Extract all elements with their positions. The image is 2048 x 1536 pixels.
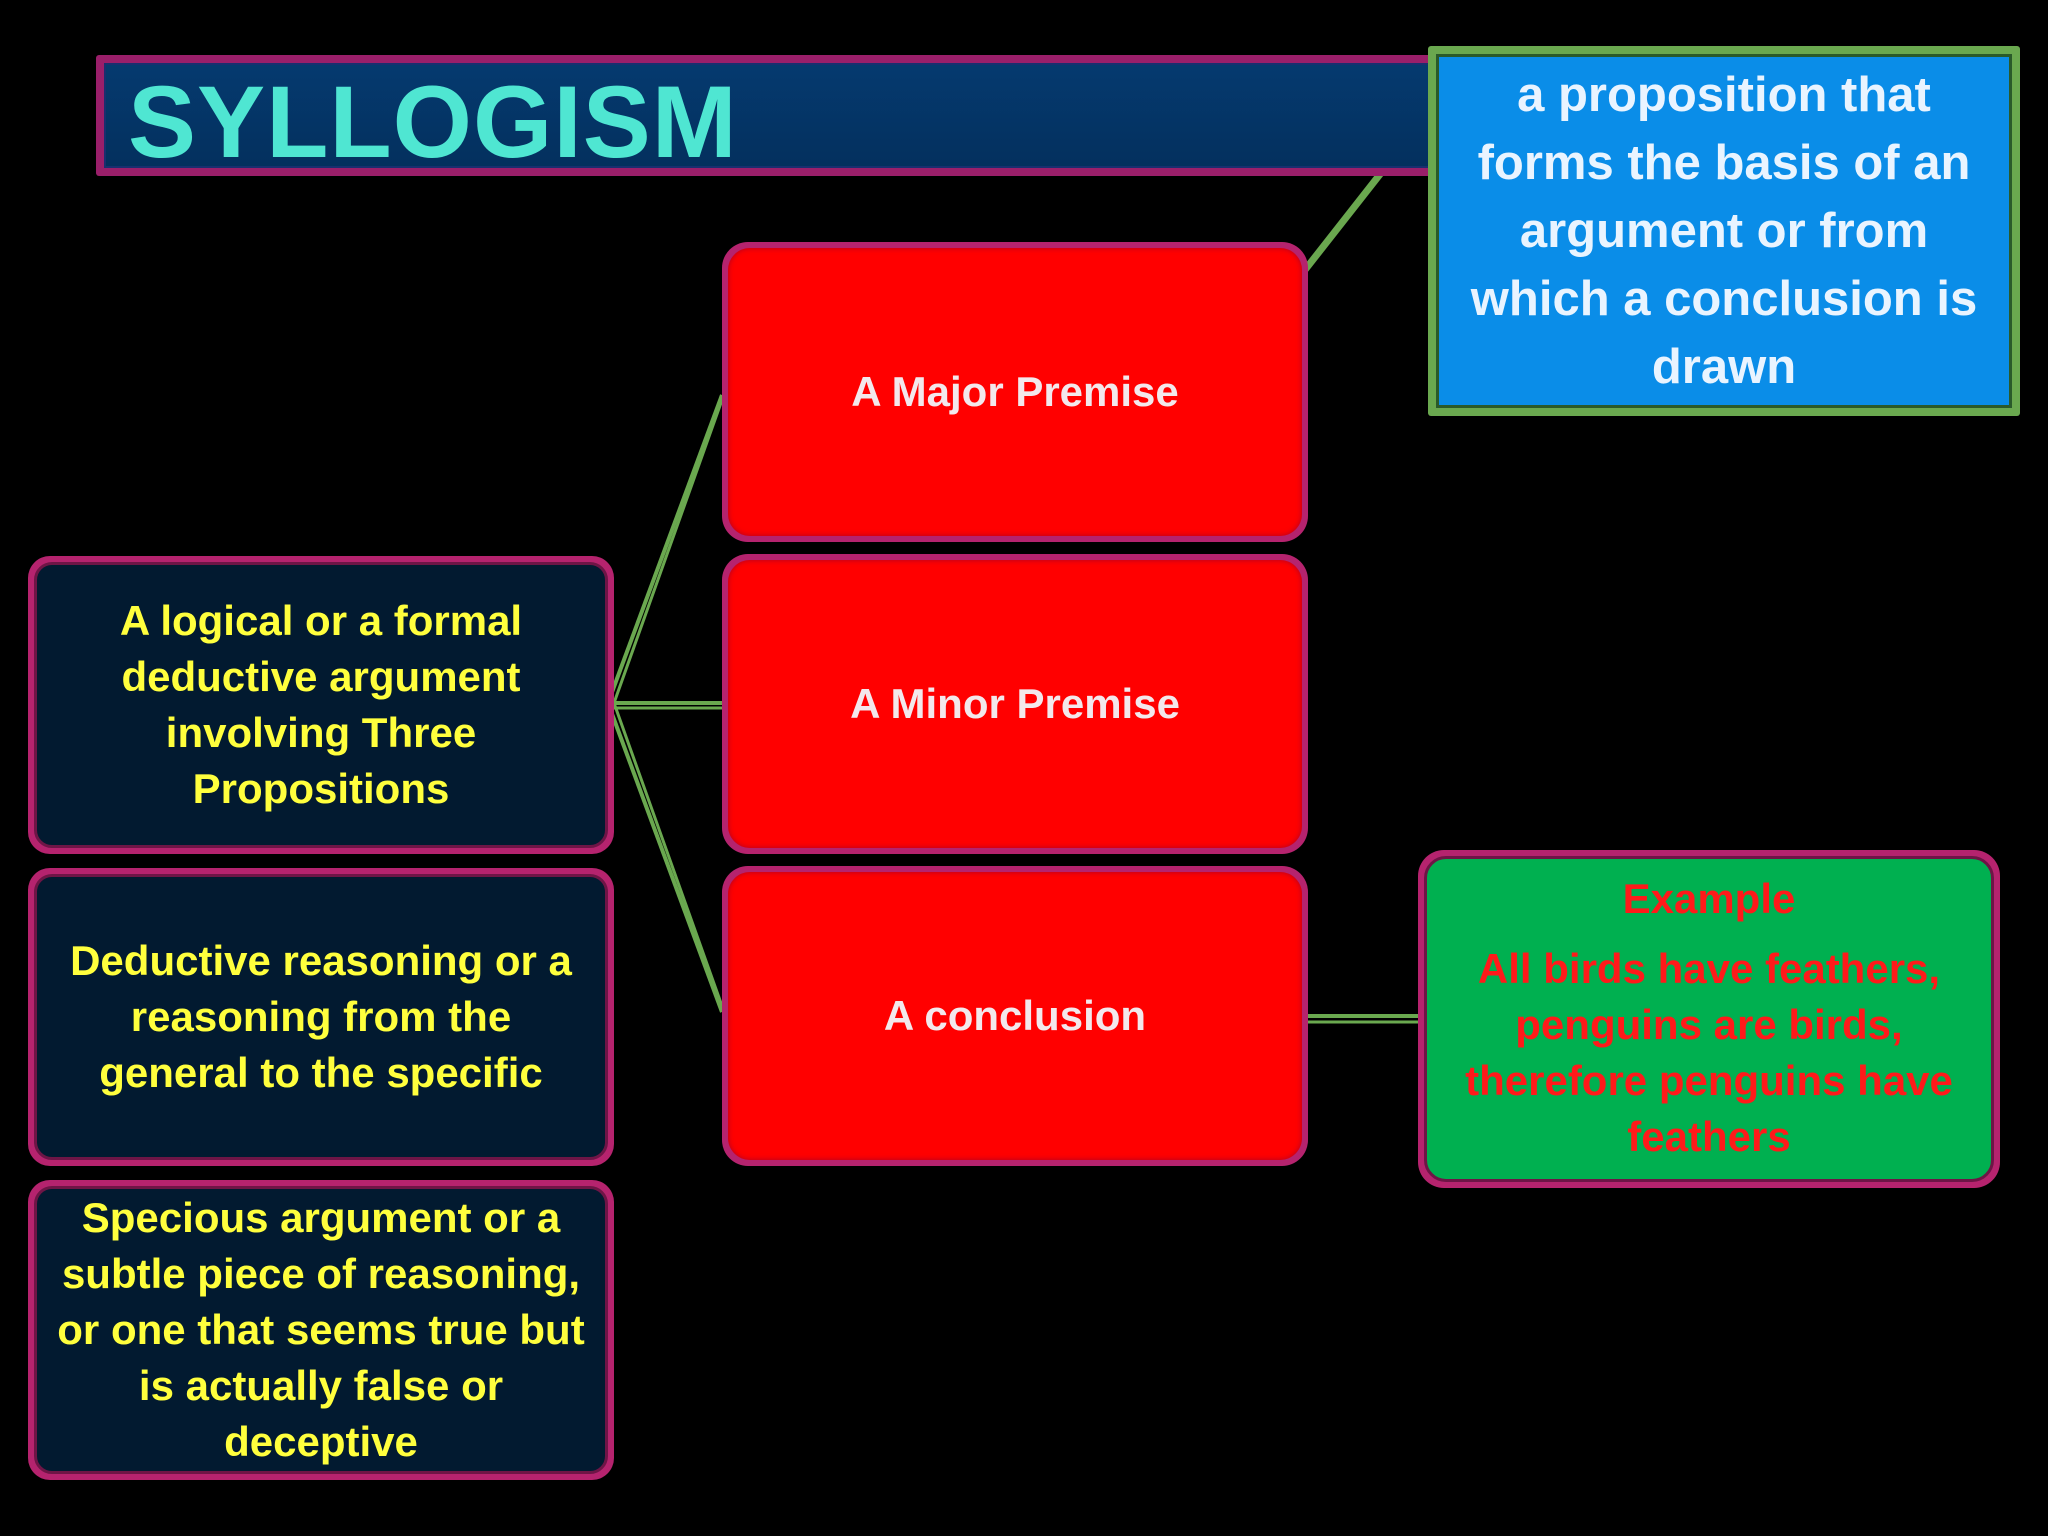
definition-box: a proposition that forms the basis of an… bbox=[1428, 46, 2020, 416]
example-box: Example All birds have feathers, penguin… bbox=[1418, 850, 2000, 1188]
major-premise-box: A Major Premise bbox=[722, 242, 1308, 542]
conclusion-box: A conclusion bbox=[722, 866, 1308, 1166]
page-title: SYLLOGISM bbox=[128, 65, 738, 179]
connector-to-conclusion bbox=[606, 702, 724, 1013]
example-text: All birds have feathers, penguins are bi… bbox=[1465, 945, 1953, 1160]
conclusion-label: A conclusion bbox=[883, 992, 1147, 1039]
definition-text: a proposition that forms the basis of an… bbox=[1470, 68, 1978, 394]
specious-argument-text: Specious argument or a subtle piece of r… bbox=[57, 1194, 585, 1465]
major-premise-label: A Major Premise bbox=[851, 368, 1179, 415]
definition-box-deductive-reasoning: Deductive reasoning or a reasoning from … bbox=[28, 868, 614, 1166]
definition-box-logical-argument: A logical or a formal deductive argument… bbox=[28, 556, 614, 854]
connector-to-major-premise bbox=[606, 394, 724, 704]
minor-premise-box: A Minor Premise bbox=[722, 554, 1308, 854]
title-bar: SYLLOGISM bbox=[96, 55, 1456, 179]
deductive-reasoning-text: Deductive reasoning or a reasoning from … bbox=[70, 937, 572, 1096]
logical-argument-text: A logical or a formal deductive argument… bbox=[119, 597, 523, 812]
example-heading: Example bbox=[1622, 875, 1796, 922]
minor-premise-label: A Minor Premise bbox=[850, 680, 1180, 727]
definition-box-specious-argument: Specious argument or a subtle piece of r… bbox=[28, 1180, 614, 1480]
